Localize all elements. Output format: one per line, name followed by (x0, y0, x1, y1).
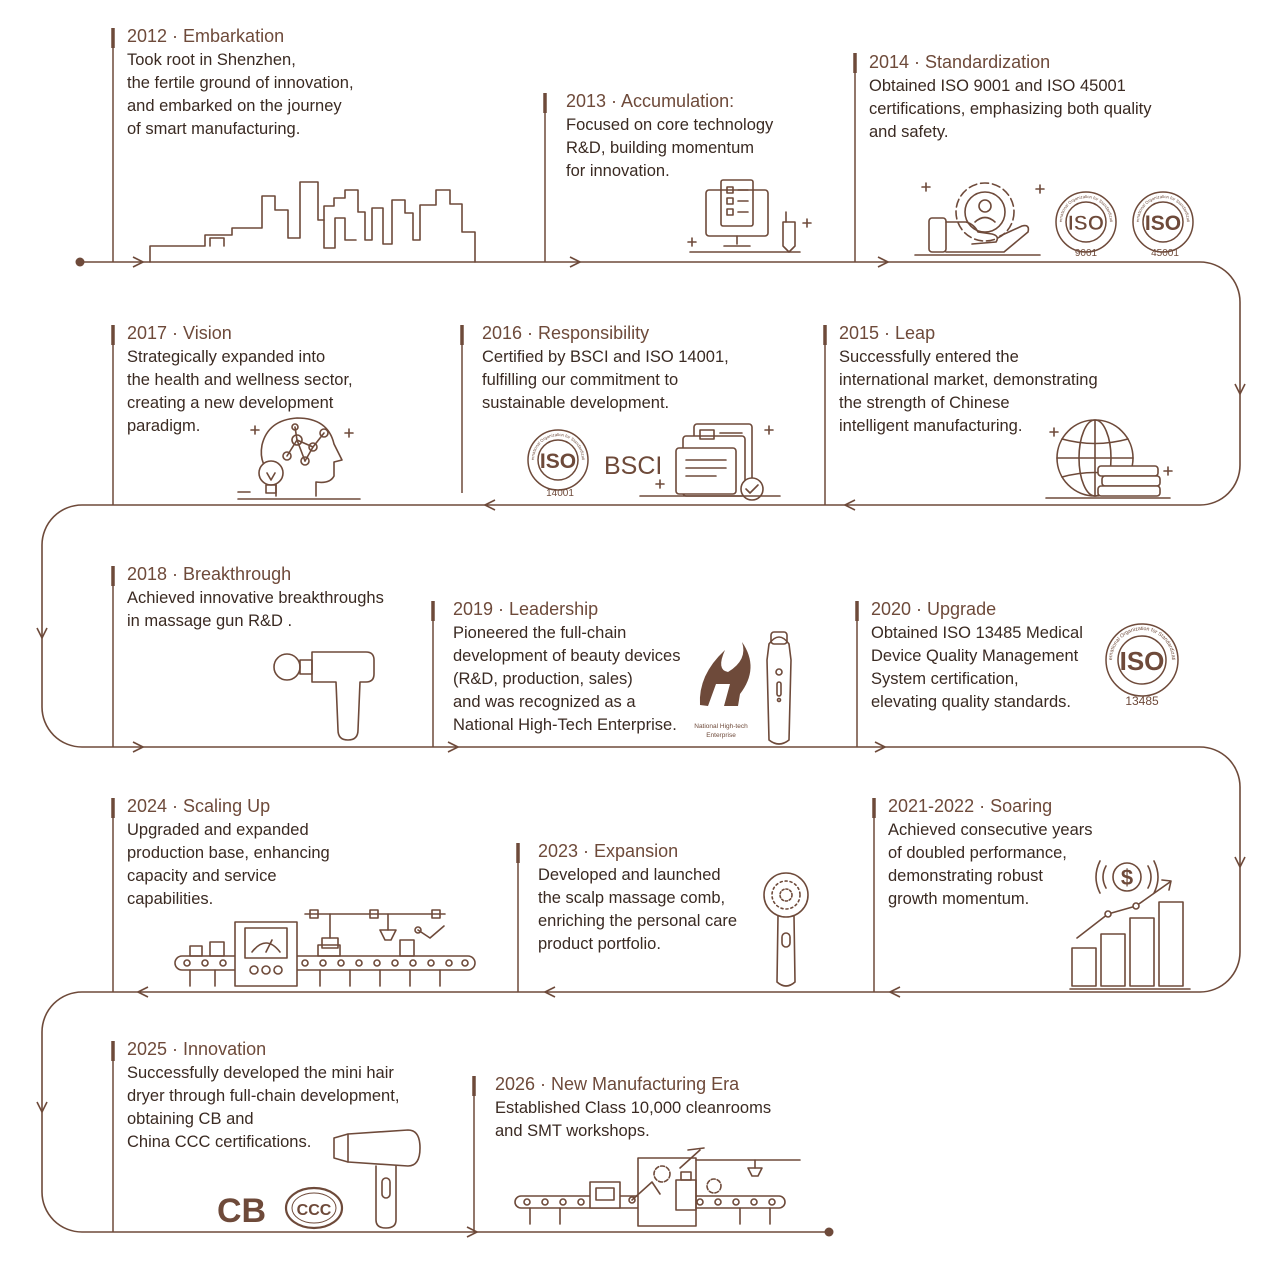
production-line-icon (174, 909, 476, 987)
globe-icon (1045, 419, 1173, 499)
event-title: 2023 · Expansion (538, 841, 679, 861)
head-idea-icon (237, 417, 361, 500)
sparkle-icon (1035, 184, 1045, 194)
iso-45001-badge: ISO International Organization for Stand… (1132, 191, 1194, 259)
event-description: Developed and launched the scalp massage… (538, 866, 738, 953)
event-2013: 2013 · Accumulation: Focused on core tec… (566, 90, 773, 183)
ccc-logo-text: CCC (297, 1202, 332, 1219)
event-2012: 2012 · Embarkation Took root in Shenzhen… (127, 25, 354, 141)
event-title: 2018 · Breakthrough (127, 564, 292, 584)
scalp-comb-icon (763, 872, 809, 987)
event-markers (111, 28, 876, 1232)
event-title: 2020 · Upgrade (871, 599, 997, 619)
event-description: Obtained ISO 9001 and ISO 45001 certific… (869, 77, 1152, 141)
sparkle-icon (802, 218, 812, 228)
event-title: 2012 · Embarkation (127, 26, 285, 46)
event-2024: 2024 · Scaling Up Upgraded and expanded … (127, 795, 330, 911)
cb-logo: CB (217, 1192, 266, 1230)
event-2021-2022: 2021-2022 · Soaring Achieved consecutive… (888, 795, 1093, 911)
bsci-logo: BSCI (604, 452, 662, 480)
event-description: Obtained ISO 13485 Medical Device Qualit… (871, 624, 1083, 711)
iso-14001-mark: ISO (540, 450, 576, 473)
iso-13485-mark: ISO (1120, 646, 1165, 676)
event-2014: 2014 · Standardization Obtained ISO 9001… (869, 51, 1151, 144)
event-2023: 2023 · Expansion Developed and launched … (538, 840, 737, 956)
event-title: 2019 · Leadership (453, 599, 599, 619)
event-title: 2024 · Scaling Up (127, 796, 271, 816)
event-description: Upgraded and expanded production base, e… (127, 821, 330, 908)
iso-9001-badge: ISO International Organization for Stand… (1055, 191, 1117, 259)
iso-45001-number: 45001 (1151, 248, 1179, 259)
high-tech-logo-icon (699, 642, 751, 706)
event-description: Certified by BSCI and ISO 14001, fulfill… (482, 348, 729, 412)
event-2015: 2015 · Leap Successfully entered the int… (839, 322, 1098, 438)
event-title: 2017 · Vision (127, 323, 232, 343)
event-title: 2016 · Responsibility (482, 323, 650, 343)
event-title: 2015 · Leap (839, 323, 936, 343)
event-description: Took root in Shenzhen, the fertile groun… (127, 51, 354, 138)
iso-9001-mark: ISO (1068, 212, 1104, 235)
event-description: Pioneered the full-chain development of … (453, 624, 681, 734)
event-2017: 2017 · Vision Strategically expanded int… (127, 322, 353, 438)
sparkle-icon (1049, 427, 1059, 437)
high-tech-label: National High-tech (694, 723, 748, 730)
iso-14001-number: 14001 (546, 488, 574, 499)
event-title: 2014 · Standardization (869, 52, 1051, 72)
city-skyline-icon (149, 181, 476, 263)
growth-chart-icon (1069, 860, 1191, 990)
iso-14001-badge: ISO International Organization for Stand… (527, 429, 589, 499)
gear-hand-icon (914, 182, 1045, 256)
event-description: Successfully developed the mini hair dry… (127, 1064, 400, 1151)
event-description: Achieved innovative breakthroughs in mas… (127, 589, 384, 630)
massage-gun-icon (273, 651, 375, 741)
event-description: Successfully entered the international m… (839, 348, 1098, 435)
event-description: Strategically expanded into the health a… (127, 348, 353, 435)
beauty-device-icon (766, 631, 792, 745)
timeline-start-dot (75, 257, 85, 267)
timeline-end-dot (824, 1227, 834, 1237)
hair-dryer-icon (333, 1129, 421, 1229)
event-2020: 2020 · Upgrade Obtained ISO 13485 Medica… (871, 598, 1083, 714)
event-2019: 2019 · Leadership Pioneered the full-cha… (453, 598, 680, 737)
event-2018: 2018 · Breakthrough Achieved innovative … (127, 563, 384, 633)
sparkle-icon (764, 425, 774, 435)
event-title: 2026 · New Manufacturing Era (495, 1074, 740, 1094)
high-tech-label-2: Enterprise (706, 732, 736, 739)
iso-13485-number: 13485 (1125, 694, 1159, 708)
event-description: Established Class 10,000 cleanrooms and … (495, 1099, 772, 1140)
iso-13485-badge: ISO International Organization for Stand… (1105, 623, 1179, 708)
sparkle-icon (344, 428, 354, 438)
event-description: Achieved consecutive years of doubled pe… (888, 821, 1093, 908)
documents-check-icon (639, 423, 781, 501)
sparkle-icon (250, 425, 260, 435)
dollar-sign-icon: $ (1121, 865, 1133, 890)
sparkle-icon (921, 182, 931, 192)
sparkle-icon (687, 237, 697, 247)
event-title: 2025 · Innovation (127, 1039, 267, 1059)
event-title: 2021-2022 · Soaring (888, 796, 1053, 816)
event-2026: 2026 · New Manufacturing Era Established… (495, 1073, 771, 1143)
timeline-arrows (36, 256, 1246, 1238)
ccc-logo: CCC (284, 1186, 344, 1230)
iso-45001-mark: ISO (1145, 212, 1181, 235)
event-title: 2013 · Accumulation: (566, 91, 735, 111)
smt-workshop-icon (514, 1147, 801, 1227)
timeline-path (41, 261, 1241, 1233)
sparkle-icon (655, 479, 665, 489)
sparkle-icon (1163, 466, 1173, 476)
event-2016: 2016 · Responsibility Certified by BSCI … (482, 322, 729, 415)
event-2025: 2025 · Innovation Successfully developed… (127, 1038, 399, 1154)
event-description: Focused on core technology R&D, building… (566, 116, 774, 180)
checklist-monitor-icon (687, 179, 812, 253)
iso-9001-number: 9001 (1075, 248, 1098, 259)
